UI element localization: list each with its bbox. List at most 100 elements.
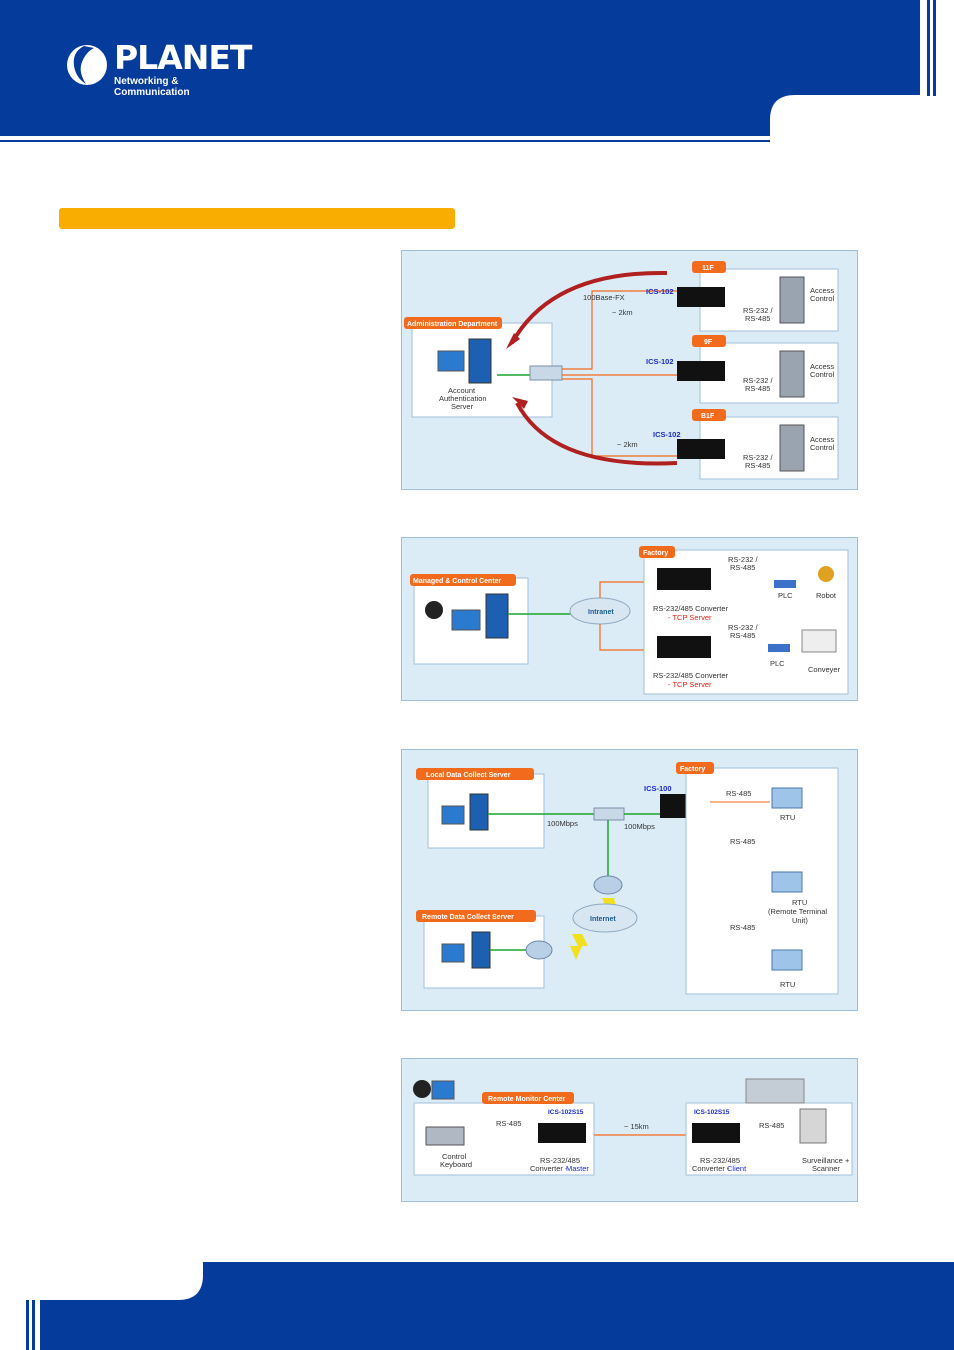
dist-bottom: ~ 2km [617, 440, 638, 449]
floor-ac-3a: Access [810, 435, 834, 444]
floor-serial-1a: RS-232 / [743, 306, 774, 315]
pc-icon [431, 1080, 455, 1100]
converter-icon [677, 287, 725, 307]
bot-serial-1: RS-232 / [728, 623, 759, 632]
pc-icon [437, 350, 465, 372]
arrow-bottom [515, 402, 678, 466]
floor-ac-2b: Control [810, 370, 835, 379]
diagram-data-collect: Local Data Collect Server 100Mbps 100Mbp… [401, 749, 858, 1011]
page-header [0, 0, 936, 142]
server-icon [485, 593, 509, 639]
rtu-icon [771, 871, 803, 893]
speed-1: 100Mbps [547, 819, 578, 828]
router-icon [593, 875, 623, 895]
top-conv: RS-232/485 Converter [653, 604, 729, 613]
bot-plc: PLC [770, 659, 785, 668]
floor-serial-1b: RS-485 [745, 314, 770, 323]
center-tag: Managed & Control Center [413, 578, 502, 585]
conv-left: RS-232/485 [540, 1156, 580, 1165]
switch-icon [529, 365, 563, 381]
master-label: Master [566, 1164, 589, 1173]
pc-icon [451, 609, 481, 631]
device-label: ICS-100 [644, 784, 672, 793]
planet-globe-icon [67, 45, 107, 85]
server-icon [469, 793, 489, 831]
media-label: 100Base-FX [583, 293, 625, 302]
planet-logo: PLANET Networking & Communication [64, 38, 254, 98]
access-control-icon [779, 276, 805, 324]
server-icon [471, 931, 491, 969]
plc-icon [768, 644, 790, 652]
floor-tag-1: 11F [702, 265, 714, 272]
rs-right: RS-485 [759, 1121, 784, 1130]
bot-role: - TCP Server [668, 680, 712, 689]
top-serial-2: RS-485 [730, 563, 755, 572]
converter-icon [677, 439, 725, 459]
conv-right-2: Converter - [692, 1164, 730, 1173]
converter-icon [677, 361, 725, 381]
pc-icon [441, 805, 465, 825]
admin-tag: Administration Department [407, 321, 498, 328]
factory-tag: Factory [680, 766, 705, 773]
top-role: - TCP Server [668, 613, 712, 622]
bot-serial-2: RS-485 [730, 631, 755, 640]
rtu-3: RTU [780, 980, 795, 989]
router-icon [525, 940, 553, 960]
cam-2: Scanner [812, 1164, 840, 1173]
local-tag: Local Data Collect Server [426, 772, 511, 779]
kb-1: Control [442, 1152, 467, 1161]
server-label-2: Authentication [439, 394, 487, 403]
rs-top: RS-485 [726, 789, 751, 798]
floor-serial-3a: RS-232 / [743, 453, 774, 462]
floor-tag-3: B1F [701, 413, 715, 420]
speed-2: 100Mbps [624, 822, 655, 831]
floor-ac-2a: Access [810, 362, 834, 371]
floor-device-2: ICS-102 [646, 357, 674, 366]
server-label-1: Account [448, 386, 476, 395]
conveyer-icon [801, 629, 837, 653]
converter-icon [657, 568, 711, 590]
top-serial-1: RS-232 / [728, 555, 759, 564]
remote-tag: Remote Data Collect Server [422, 914, 514, 921]
keyboard-icon [425, 1126, 465, 1146]
internet-cloud [572, 903, 638, 933]
top-plc: PLC [778, 591, 793, 600]
access-control-icon [779, 350, 805, 398]
client-label: Client [727, 1164, 747, 1173]
rtu-2b: (Remote Terminal [768, 907, 827, 916]
pc-icon [441, 943, 465, 963]
conv-left-2: Converter - [530, 1164, 568, 1173]
rtu-2c: Unit) [792, 916, 808, 925]
floor-device-3: ICS-102 [653, 430, 681, 439]
page-footer [26, 1262, 954, 1350]
camera-icon [799, 1108, 827, 1144]
section-heading-bar [59, 208, 455, 229]
access-control-icon [779, 424, 805, 472]
conv-right: RS-232/485 [700, 1156, 740, 1165]
distance-label: ~ 15km [624, 1122, 649, 1131]
floor-tag-2: 9F [704, 339, 713, 346]
rtu-1: RTU [780, 813, 795, 822]
dist-top: ~ 2km [612, 308, 633, 317]
floor-device-1: ICS-102 [646, 287, 674, 296]
floor-serial-2a: RS-232 / [743, 376, 774, 385]
operator-icon [425, 601, 443, 619]
diagram-factory-control: Managed & Control Center Intranet Factor… [401, 537, 858, 701]
rs-bot: RS-485 [730, 923, 755, 932]
kb-2: Keyboard [440, 1160, 472, 1169]
building-icon [745, 1078, 805, 1104]
converter-icon [657, 636, 711, 658]
floor-ac-1a: Access [810, 286, 834, 295]
intranet-label: Intranet [588, 609, 614, 616]
left-device: ICS-102S15 [548, 1109, 584, 1116]
rs-left: RS-485 [496, 1119, 521, 1128]
right-device: ICS-102S15 [694, 1109, 730, 1116]
robot-icon [818, 566, 834, 582]
cam-1: Surveillance + [802, 1156, 850, 1165]
server-label-3: Server [451, 402, 474, 411]
arrow-top [510, 270, 668, 344]
plc-icon [774, 580, 796, 588]
converter-icon [692, 1123, 740, 1143]
server-icon [468, 338, 492, 384]
converter-icon [538, 1123, 586, 1143]
